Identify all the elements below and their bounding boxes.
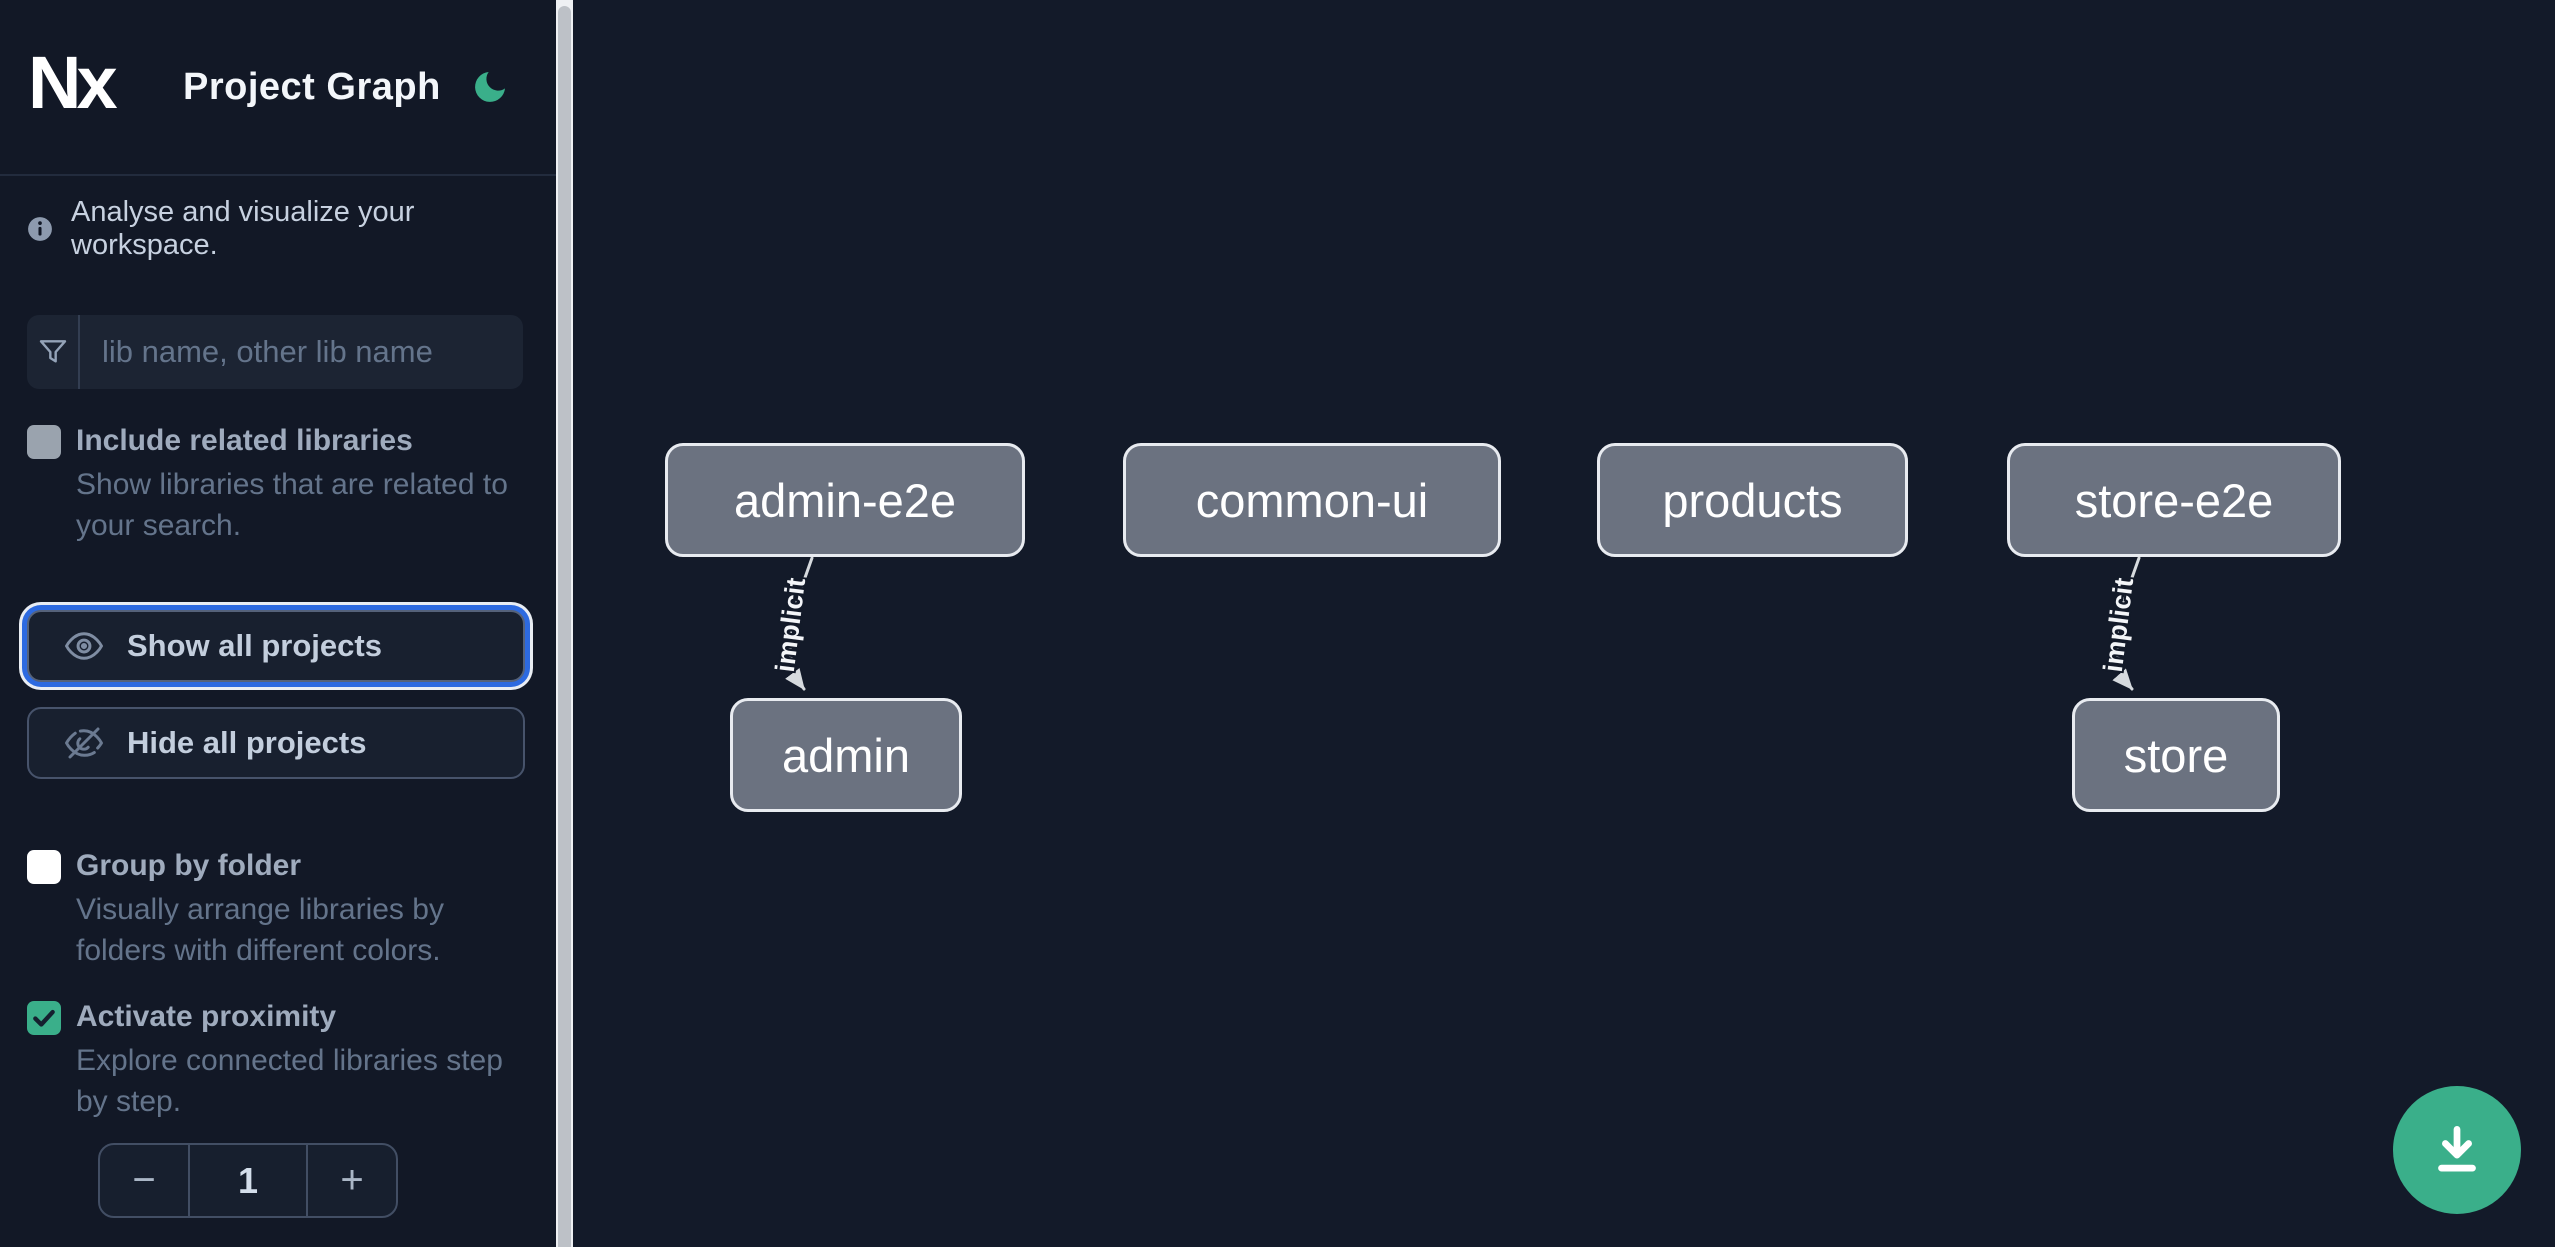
sidebar: Nx Project Graph Analyse and visualize y… xyxy=(0,0,556,1247)
show-all-projects-label: Show all projects xyxy=(127,628,382,663)
dependency-edges xyxy=(785,556,2141,691)
proximity-increment-button[interactable]: + xyxy=(308,1145,396,1216)
tagline-text: Analyse and visualize your workspace. xyxy=(71,196,415,261)
group-by-folder-checkbox[interactable] xyxy=(27,850,61,884)
sidebar-header: Nx Project Graph xyxy=(0,0,556,176)
graph-canvas[interactable]: implicit implicit admin-e2e common-ui pr… xyxy=(573,0,2555,1247)
show-all-projects-button[interactable]: Show all projects xyxy=(27,610,525,682)
option-group-by-folder: Group by folder Visually arrange librari… xyxy=(27,845,527,971)
proximity-stepper: − 1 + xyxy=(98,1143,398,1218)
eye-icon xyxy=(65,632,103,660)
project-node-common-ui[interactable]: common-ui xyxy=(1123,443,1501,557)
option-include-related: Include related libraries Show libraries… xyxy=(27,420,527,546)
filter-icon-cell xyxy=(27,315,80,389)
group-by-folder-description: Visually arrange libraries by folders wi… xyxy=(76,893,444,967)
project-node-products[interactable]: products xyxy=(1597,443,1908,557)
proximity-decrement-button[interactable]: − xyxy=(100,1145,188,1216)
info-icon xyxy=(28,217,52,241)
option-activate-proximity: Activate proximity Explore connected lib… xyxy=(27,996,527,1122)
page-title: Project Graph xyxy=(183,66,441,108)
filter-box xyxy=(27,315,523,389)
include-related-checkbox[interactable] xyxy=(27,425,61,459)
checkmark-icon xyxy=(33,1009,55,1027)
include-related-label[interactable]: Include related libraries xyxy=(76,424,413,457)
tagline-row: Analyse and visualize your workspace. xyxy=(27,196,556,262)
activate-proximity-checkbox[interactable] xyxy=(27,1001,61,1035)
sidebar-scrollbar-thumb[interactable] xyxy=(558,6,571,1247)
include-related-description: Show libraries that are related to your … xyxy=(76,468,508,542)
funnel-icon xyxy=(39,340,66,363)
activate-proximity-description: Explore connected libraries step by step… xyxy=(76,1044,503,1118)
filter-input[interactable] xyxy=(80,315,523,389)
edge-admin-e2e-to-admin xyxy=(785,556,814,691)
moon-icon xyxy=(475,72,505,102)
sidebar-scrollbar-track xyxy=(556,0,573,1247)
hide-all-projects-label: Hide all projects xyxy=(127,725,367,760)
project-node-store-e2e[interactable]: store-e2e xyxy=(2007,443,2341,557)
project-node-admin-e2e[interactable]: admin-e2e xyxy=(665,443,1025,557)
theme-toggle-button[interactable] xyxy=(470,67,510,107)
download-icon xyxy=(2438,1125,2476,1172)
project-node-store[interactable]: store xyxy=(2072,698,2280,812)
group-by-folder-label[interactable]: Group by folder xyxy=(76,849,301,882)
edge-store-e2e-to-store xyxy=(2112,556,2141,691)
proximity-value: 1 xyxy=(188,1145,308,1216)
nx-logo: Nx xyxy=(28,41,118,124)
project-node-admin[interactable]: admin xyxy=(730,698,962,812)
download-graph-button[interactable] xyxy=(2393,1086,2521,1214)
eye-off-icon xyxy=(65,727,103,759)
activate-proximity-label[interactable]: Activate proximity xyxy=(76,1000,337,1033)
hide-all-projects-button[interactable]: Hide all projects xyxy=(27,707,525,779)
